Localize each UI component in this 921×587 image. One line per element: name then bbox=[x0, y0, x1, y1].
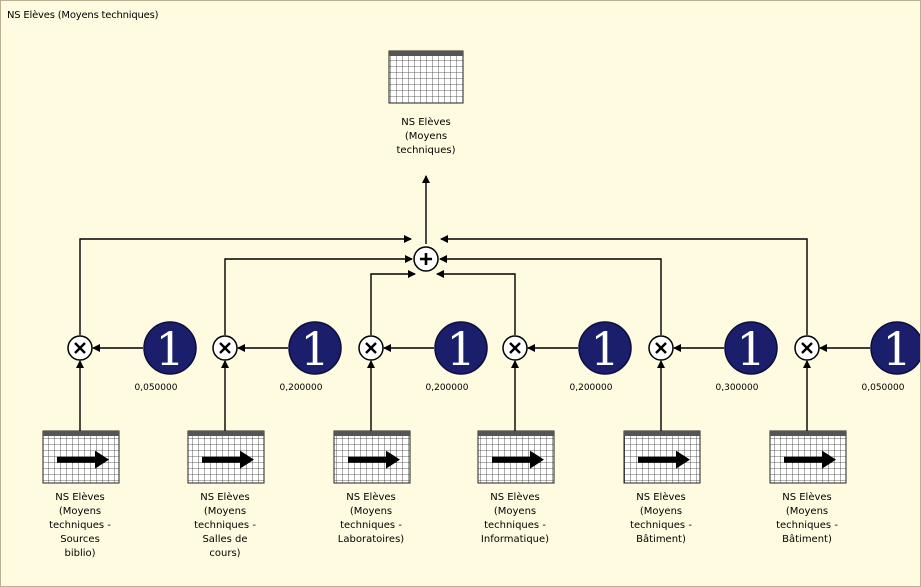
label-line: (Moyens bbox=[405, 131, 447, 142]
input-table-icon bbox=[623, 430, 701, 484]
sum-node-icon bbox=[413, 246, 439, 272]
weight-label: 0,050000 bbox=[862, 383, 905, 393]
multiply-node-icon bbox=[794, 335, 820, 361]
label-line: (Moyens bbox=[204, 506, 246, 517]
label-line: NS Elèves bbox=[636, 491, 686, 503]
constant-value: 1 bbox=[446, 322, 475, 376]
label-line: techniques - bbox=[484, 520, 546, 531]
constant-node: 1 bbox=[724, 321, 778, 376]
input-label: NS Elèves (Moyens techniques - Sources bibli… bbox=[49, 491, 111, 559]
label-line: Laboratoires) bbox=[338, 534, 404, 545]
weight-label: 0,300000 bbox=[716, 383, 759, 393]
constant-node: 1 bbox=[288, 321, 342, 376]
label-line: Sources bbox=[60, 534, 100, 545]
input-label: NS Elèves (Moyens techniques - Laboratoires… bbox=[338, 491, 404, 545]
label-line: techniques) bbox=[397, 145, 456, 156]
label-line: (Moyens bbox=[350, 506, 392, 517]
input-table-icon bbox=[42, 430, 120, 484]
input-label: NS Elèves (Moyens techniques - Salles de cou… bbox=[194, 491, 256, 559]
input-table-icon bbox=[477, 430, 555, 484]
multiply-to-sum-arrow bbox=[439, 255, 662, 335]
multiply-to-sum-arrow bbox=[79, 235, 412, 335]
constant-value: 1 bbox=[736, 322, 765, 376]
multiply-node-icon bbox=[358, 335, 384, 361]
label-line: (Moyens bbox=[786, 506, 828, 517]
constant-value: 1 bbox=[155, 322, 184, 376]
label-line: (Moyens bbox=[640, 506, 682, 517]
label-line: biblio) bbox=[64, 548, 95, 559]
label-line: NS Elèves bbox=[490, 491, 540, 503]
weight-label: 0,200000 bbox=[570, 383, 613, 393]
weight-label: 0,050000 bbox=[135, 383, 178, 393]
output-label: NS Elèves (Moyens techniques) bbox=[397, 116, 456, 156]
multiply-node-icon bbox=[212, 335, 238, 361]
label-line: NS Elèves bbox=[782, 491, 832, 503]
constant-node: 1 bbox=[143, 321, 197, 376]
multiply-to-sum-arrow bbox=[224, 255, 413, 335]
multiply-to-sum-arrow bbox=[440, 235, 808, 335]
weight-label: 0,200000 bbox=[280, 383, 323, 393]
multiply-node-icon bbox=[67, 335, 93, 361]
label-line: NS Elèves bbox=[55, 491, 105, 503]
label-line: Bâtiment) bbox=[636, 533, 686, 545]
label-line: techniques - bbox=[194, 520, 256, 531]
multiply-node-icon bbox=[502, 335, 528, 361]
label-line: Salles de bbox=[202, 534, 247, 545]
label-line: NS Elèves bbox=[346, 491, 396, 503]
label-line: (Moyens bbox=[494, 506, 536, 517]
constant-node: 1 bbox=[578, 321, 632, 376]
constant-value: 1 bbox=[882, 322, 911, 376]
diagram-title: NS Elèves (Moyens techniques) bbox=[7, 10, 159, 21]
input-table-icon bbox=[333, 430, 411, 484]
label-line: techniques - bbox=[776, 520, 838, 531]
label-line: techniques - bbox=[49, 520, 111, 531]
label-line: Bâtiment) bbox=[782, 533, 832, 545]
input-label: NS Elèves (Moyens techniques - Bâtiment) bbox=[776, 491, 838, 545]
label-line: Informatique) bbox=[481, 534, 549, 545]
constant-node: 1 bbox=[434, 321, 488, 376]
multiply-to-sum-arrow bbox=[370, 270, 416, 335]
label-line: NS Elèves bbox=[401, 116, 451, 128]
label-line: techniques - bbox=[340, 520, 402, 531]
label-line: techniques - bbox=[630, 520, 692, 531]
label-line: NS Elèves bbox=[200, 491, 250, 503]
constant-value: 1 bbox=[300, 322, 329, 376]
input-table-icon bbox=[769, 430, 847, 484]
constant-value: 1 bbox=[590, 322, 619, 376]
input-table-icon bbox=[187, 430, 265, 484]
multiply-node-icon bbox=[648, 335, 674, 361]
constant-node: 1 bbox=[870, 321, 920, 376]
input-label: NS Elèves (Moyens techniques - Informatique… bbox=[481, 491, 549, 545]
input-label: NS Elèves (Moyens techniques - Bâtiment) bbox=[630, 491, 692, 545]
label-line: cours) bbox=[209, 548, 240, 559]
label-line: (Moyens bbox=[59, 506, 101, 517]
weight-label: 0,200000 bbox=[426, 383, 469, 393]
output-table-icon bbox=[388, 50, 464, 104]
multiply-to-sum-arrow bbox=[436, 270, 516, 335]
